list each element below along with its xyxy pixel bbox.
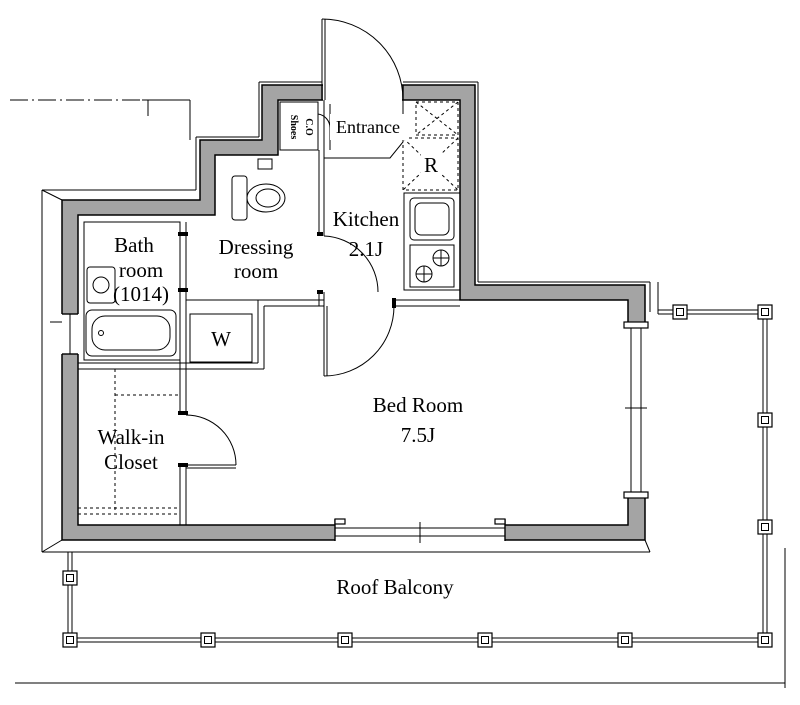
bath-room-outline [83,221,181,361]
walkin-label: Walk-in [97,425,165,449]
bedroom-size-label: 7.5J [401,423,435,447]
walkin-label-closet: Closet [104,450,158,474]
left-wall-vent [50,313,79,355]
shoe-closet-outline [279,101,319,151]
kitchen-size-label: 2.1J [349,237,383,261]
shoes-code-label: C.O [303,118,314,136]
site-boundary-lines [10,99,786,688]
railing-post [757,304,773,320]
outline-corner [41,539,63,553]
door-jamb [317,290,323,294]
bathtub [85,309,177,357]
kitchen-label: Kitchen [333,207,400,231]
door-jamb [392,298,396,308]
toilet-tank [231,175,248,221]
entrance-door [321,18,404,102]
wash-basin [86,266,116,304]
railing-post [757,632,773,648]
railing-post [337,632,353,648]
storage-box [415,101,459,136]
bath-fixtures [85,266,177,357]
bedroom-door [323,305,395,377]
balcony-railing [62,304,773,648]
shoes-label: Shoes [288,115,299,140]
closet-shelves [78,369,180,515]
railing-post [200,632,216,648]
balcony-label: Roof Balcony [336,575,454,599]
railing-post [62,632,78,648]
room-labels: Entrance Kitchen 2.1J Bath room (1014) D… [97,114,463,599]
refrigerator-label: R [424,153,438,177]
kitchen-sink [409,197,455,241]
railing-post [62,570,78,586]
railing-post [617,632,633,648]
washer-space: W [189,313,253,363]
door-jamb [178,463,188,467]
railing-post [477,632,493,648]
shoe-closet-door-arc [317,113,331,129]
washer-box [189,313,253,363]
dressing-label: Dressing [219,235,294,259]
walkin-closet-door [185,414,237,469]
interior-partitions [78,100,460,525]
door-jamb [178,411,188,415]
kitchen-door [323,235,379,293]
right-window [623,321,649,499]
door-swing-arc [185,414,237,466]
toilet [231,158,286,221]
outline-corner [644,539,651,553]
outline-corner [41,189,63,201]
kitchen-fixtures: R [402,101,461,291]
bath-label-room: room [119,258,163,282]
railing-post [757,519,773,535]
kitchen-counter [403,192,461,291]
dressing-label-room: room [234,259,278,283]
shoe-closet: Shoes C.O [279,101,331,151]
bath-size-label: (1014) [113,282,169,306]
bath-label: Bath [114,233,154,257]
door-jamb [317,232,323,236]
bottom-window [334,518,506,543]
toilet-bowl [246,183,286,213]
door-jamb [178,288,188,292]
railing-post [672,304,688,320]
bedroom-label: Bed Room [373,393,463,417]
paper-holder [257,158,273,170]
door-swing-arc [321,18,404,101]
railing-post [757,412,773,428]
door-swing-arc [323,235,379,293]
door-jamb [178,232,188,236]
stove [409,244,455,288]
door-swing-arc [323,305,395,377]
exterior-outline [41,81,659,553]
entrance-label: Entrance [336,117,400,137]
washer-label: W [211,327,231,351]
refrigerator: R [402,137,459,191]
